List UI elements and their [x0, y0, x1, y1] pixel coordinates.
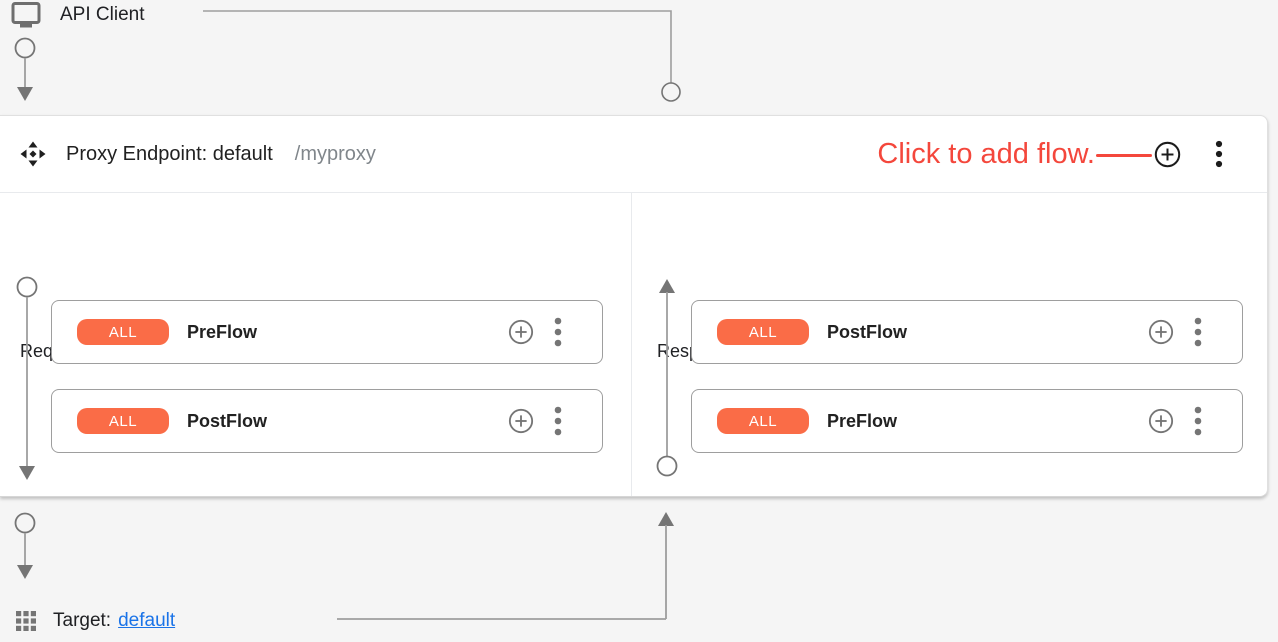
flow-name: PreFlow	[827, 410, 898, 431]
add-policy-icon[interactable]	[1148, 319, 1174, 345]
move-arrows-icon[interactable]	[20, 141, 46, 167]
condition-badge: ALL	[77, 319, 169, 345]
proxy-endpoint-panel: Proxy Endpoint: default /myproxy Click t…	[0, 115, 1268, 497]
monitor-icon	[11, 2, 41, 28]
flow-menu-kebab-icon[interactable]	[554, 406, 562, 436]
target-label: Target:	[53, 610, 112, 631]
flow-name: PostFlow	[827, 321, 907, 342]
flow-name: PostFlow	[187, 410, 267, 431]
add-flow-annotation: Click to add flow.	[877, 137, 1095, 170]
request-postflow-card[interactable]: ALL PostFlow	[51, 389, 603, 453]
add-flow-button-icon[interactable]	[1154, 141, 1181, 168]
target-default-link[interactable]: default	[118, 610, 176, 631]
api-client-label: API Client	[60, 4, 145, 25]
response-preflow-card[interactable]: ALL PreFlow	[691, 389, 1243, 453]
proxy-to-target-connector	[14, 512, 674, 620]
flow-menu-kebab-icon[interactable]	[1194, 406, 1202, 436]
client-to-proxy-connector	[14, 10, 681, 102]
flow-name: PreFlow	[187, 321, 258, 342]
add-policy-icon[interactable]	[508, 408, 534, 434]
condition-badge: ALL	[717, 408, 809, 434]
flow-menu-kebab-icon[interactable]	[1194, 317, 1202, 347]
condition-badge: ALL	[77, 408, 169, 434]
annotation-pointer-line	[1096, 153, 1152, 157]
add-policy-icon[interactable]	[508, 319, 534, 345]
proxy-endpoint-title: Proxy Endpoint: default	[66, 142, 273, 165]
endpoint-menu-kebab-icon[interactable]	[1215, 140, 1223, 168]
target-row: Target: default	[15, 605, 175, 637]
request-response-divider	[631, 193, 632, 496]
request-preflow-card[interactable]: ALL PreFlow	[51, 300, 603, 364]
add-policy-icon[interactable]	[1148, 408, 1174, 434]
condition-badge: ALL	[717, 319, 809, 345]
grid-icon	[16, 611, 36, 631]
flow-menu-kebab-icon[interactable]	[554, 317, 562, 347]
response-postflow-card[interactable]: ALL PostFlow	[691, 300, 1243, 364]
proxy-endpoint-header: Proxy Endpoint: default /myproxy Click t…	[0, 116, 1267, 193]
proxy-endpoint-basepath: /myproxy	[294, 142, 376, 165]
